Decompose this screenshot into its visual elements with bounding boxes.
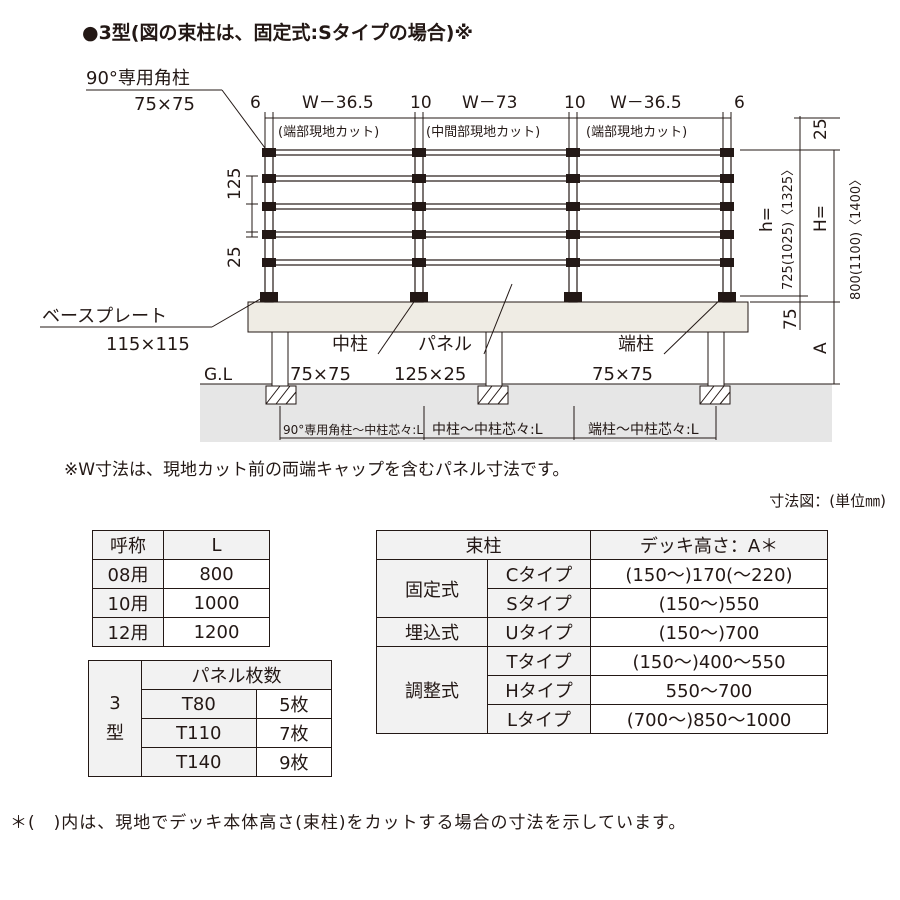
table-cell: (150～)550 bbox=[590, 588, 828, 618]
table-cell: Hタイプ bbox=[487, 675, 591, 705]
dim-A: A bbox=[811, 342, 831, 354]
table-row: T110 7枚 bbox=[89, 718, 333, 748]
fence-posts bbox=[264, 149, 732, 303]
mid-post-size: 75×75 bbox=[290, 364, 351, 385]
end-post-name: 端柱 bbox=[618, 334, 654, 355]
table-cell: T80 bbox=[141, 689, 257, 719]
end-post-size: 75×75 bbox=[592, 364, 653, 385]
table-row: 埋込式 Uタイプ (150～)700 bbox=[376, 617, 828, 647]
group-embedded: 埋込式 bbox=[376, 617, 488, 647]
note-cut-height: ＊( )内は、現地でデッキ本体高さ(束柱)をカットする場合の寸法を示しています。 bbox=[10, 813, 687, 833]
table-cell: 1200 bbox=[163, 617, 270, 647]
fence-drawing: 90°専用角柱 75×75 6 W－36.5 10 W－73 10 W－36.5… bbox=[40, 68, 864, 442]
dim-6-left: 6 bbox=[250, 93, 261, 113]
dim-10-right: 10 bbox=[564, 93, 586, 113]
table-cell: (150～)170(～220) bbox=[590, 559, 828, 589]
table-cell: Tタイプ bbox=[487, 646, 591, 676]
table-cell: 800 bbox=[163, 559, 270, 589]
dim-25-left: 25 bbox=[225, 246, 245, 268]
table-cell: 1000 bbox=[163, 588, 270, 618]
post90-size: 75×75 bbox=[134, 94, 195, 115]
table-row: 調整式 Tタイプ (150～)400～550 bbox=[376, 646, 828, 734]
table-cell: 5枚 bbox=[255, 689, 333, 719]
span-2: 中柱～中柱芯々:L bbox=[432, 422, 543, 438]
table-cell: Cタイプ bbox=[487, 559, 591, 589]
dim-w-mid: W－73 bbox=[462, 93, 517, 113]
table-panels: 3 型 パネル枚数 T80 5枚 T110 7枚 T140 9枚 bbox=[88, 660, 333, 777]
table-row: Hタイプ 550～700 bbox=[377, 675, 828, 705]
table-l: 呼称 L 08用 800 10用 1000 12用 1200 bbox=[92, 530, 270, 647]
table-row: Lタイプ (700～)850～1000 bbox=[377, 704, 828, 734]
type-label-1: 3 bbox=[109, 692, 121, 714]
cut-mid: (中間部現地カット) bbox=[426, 125, 540, 140]
panel-name: パネル bbox=[418, 334, 472, 355]
dim-10-left: 10 bbox=[410, 93, 432, 113]
panel-size: 125×25 bbox=[394, 364, 466, 385]
table-row: 10用 1000 bbox=[92, 588, 270, 618]
table-row: Sタイプ (150～)550 bbox=[377, 588, 828, 618]
H-value: 800(1100)〈1400〉 bbox=[849, 173, 864, 300]
page-title: ●3型(図の束柱は、固定式:Sタイプの場合)※ bbox=[82, 22, 473, 44]
type-label-2: 型 bbox=[106, 722, 124, 744]
table-l-header-l: L bbox=[163, 530, 270, 560]
dim-125: 125 bbox=[225, 168, 245, 200]
table-cell: T140 bbox=[141, 747, 257, 777]
dim-75: 75 bbox=[781, 308, 801, 330]
dim-w-end-right: W－36.5 bbox=[610, 93, 682, 113]
table-cell: (150～)700 bbox=[590, 617, 828, 647]
table-row: 08用 800 bbox=[92, 559, 270, 589]
support-posts bbox=[271, 329, 725, 387]
panels bbox=[272, 149, 724, 266]
baseplate-name: ベースプレート bbox=[42, 306, 167, 327]
table-cell: T110 bbox=[141, 718, 257, 748]
table-cell: 08用 bbox=[92, 559, 164, 589]
table-cell: Lタイプ bbox=[487, 704, 591, 734]
dim-6-right: 6 bbox=[734, 93, 745, 113]
unit-note: 寸法図：(単位㎜) bbox=[769, 492, 886, 510]
dim-25-right: 25 bbox=[811, 118, 831, 140]
type-label-cell: 3 型 bbox=[88, 660, 142, 777]
table-cell: Sタイプ bbox=[487, 588, 591, 618]
table-cell: 10用 bbox=[92, 588, 164, 618]
table-panels-header: パネル枚数 bbox=[141, 660, 332, 690]
group-fixed: 固定式 bbox=[376, 559, 488, 618]
H-label: H= bbox=[811, 205, 831, 232]
baseplate-size: 115×115 bbox=[106, 334, 190, 355]
table-cell: 9枚 bbox=[255, 747, 333, 777]
span-1: 90°専用角柱～中柱芯々:L bbox=[283, 422, 423, 437]
table-cell: Uタイプ bbox=[487, 617, 591, 647]
table-cell: 550～700 bbox=[590, 675, 828, 705]
table-deck-header-post: 束柱 bbox=[376, 530, 591, 560]
table-cell: 7枚 bbox=[255, 718, 333, 748]
table-row: T140 9枚 bbox=[89, 747, 333, 777]
table-row: 12用 1200 bbox=[92, 617, 270, 647]
mid-post-name: 中柱 bbox=[332, 334, 368, 355]
h-label: h= bbox=[757, 207, 777, 232]
table-l-header-name: 呼称 bbox=[92, 530, 164, 560]
table-deck-header-height: デッキ高さ：A＊ bbox=[590, 530, 828, 560]
h-value: 725(1025)〈1325〉 bbox=[781, 163, 796, 290]
deck-slab bbox=[247, 301, 749, 333]
cut-end-right: (端部現地カット) bbox=[586, 125, 687, 140]
cut-end-left: (端部現地カット) bbox=[278, 125, 379, 140]
note-w-dimension: ※W寸法は、現地カット前の両端キャップを含むパネル寸法です。 bbox=[64, 460, 570, 480]
gl-label: G.L bbox=[204, 365, 233, 385]
table-cell: 12用 bbox=[92, 617, 164, 647]
span-3: 端柱～中柱芯々:L bbox=[588, 422, 699, 438]
table-row: 固定式 Cタイプ (150～)170(～220) bbox=[376, 559, 828, 618]
table-cell: (700～)850～1000 bbox=[590, 704, 828, 734]
table-cell: (150～)400～550 bbox=[590, 646, 828, 676]
table-deck: 束柱 デッキ高さ：A＊ 固定式 Cタイプ (150～)170(～220) Sタイ… bbox=[376, 530, 828, 734]
group-adjustable: 調整式 bbox=[376, 646, 488, 734]
table-row: T80 5枚 bbox=[89, 689, 333, 719]
dim-w-end-left: W－36.5 bbox=[302, 93, 374, 113]
post90-name: 90°専用角柱 bbox=[86, 68, 190, 89]
